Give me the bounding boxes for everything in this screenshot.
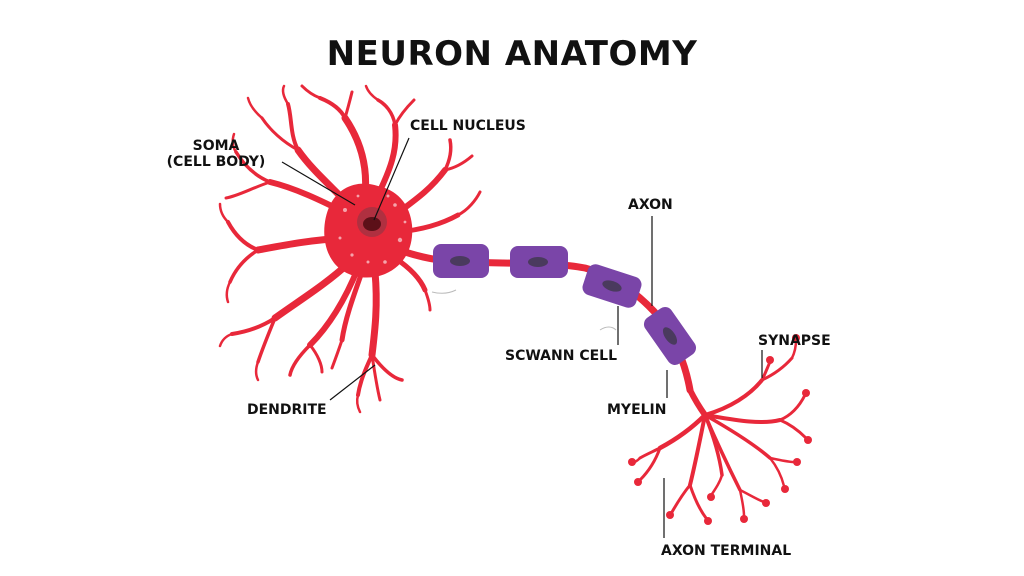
myelin-label: MYELIN (607, 402, 666, 418)
cell-nucleus-leader (373, 137, 410, 221)
axon-label: AXON (628, 197, 673, 213)
leader-lines (281, 137, 763, 538)
axon-terminal-label: AXON TERMINAL (661, 543, 791, 559)
soma-speckles (338, 194, 407, 264)
myelin-segment (582, 264, 642, 308)
myelin-segment (643, 307, 697, 365)
soma-label: SOMA (193, 138, 240, 154)
axon-terminal-branches (632, 338, 808, 520)
myelin-sheaths (433, 244, 697, 365)
shadow-stroke (431, 289, 457, 294)
myelin-segment (433, 244, 489, 278)
schwann-cell-label: SCWANN CELL (505, 348, 617, 364)
terminal-bulbs (628, 334, 812, 525)
cell-nucleus-label: CELL NUCLEUS (410, 118, 526, 134)
dendrite-leader (329, 364, 376, 401)
soma-sublabel: (CELL BODY) (167, 154, 266, 170)
labels: SOMA (CELL BODY) CELL NUCLEUS DENDRITE A… (167, 118, 831, 559)
cell-nucleus (357, 207, 387, 237)
dendrite-label: DENDRITE (247, 402, 327, 418)
diagram-title: NEURON ANATOMY (326, 34, 698, 74)
shadow-stroke (599, 326, 617, 331)
myelin-segment (510, 246, 568, 278)
synapse-label: SYNAPSE (758, 333, 831, 349)
soma-leader (281, 161, 356, 206)
